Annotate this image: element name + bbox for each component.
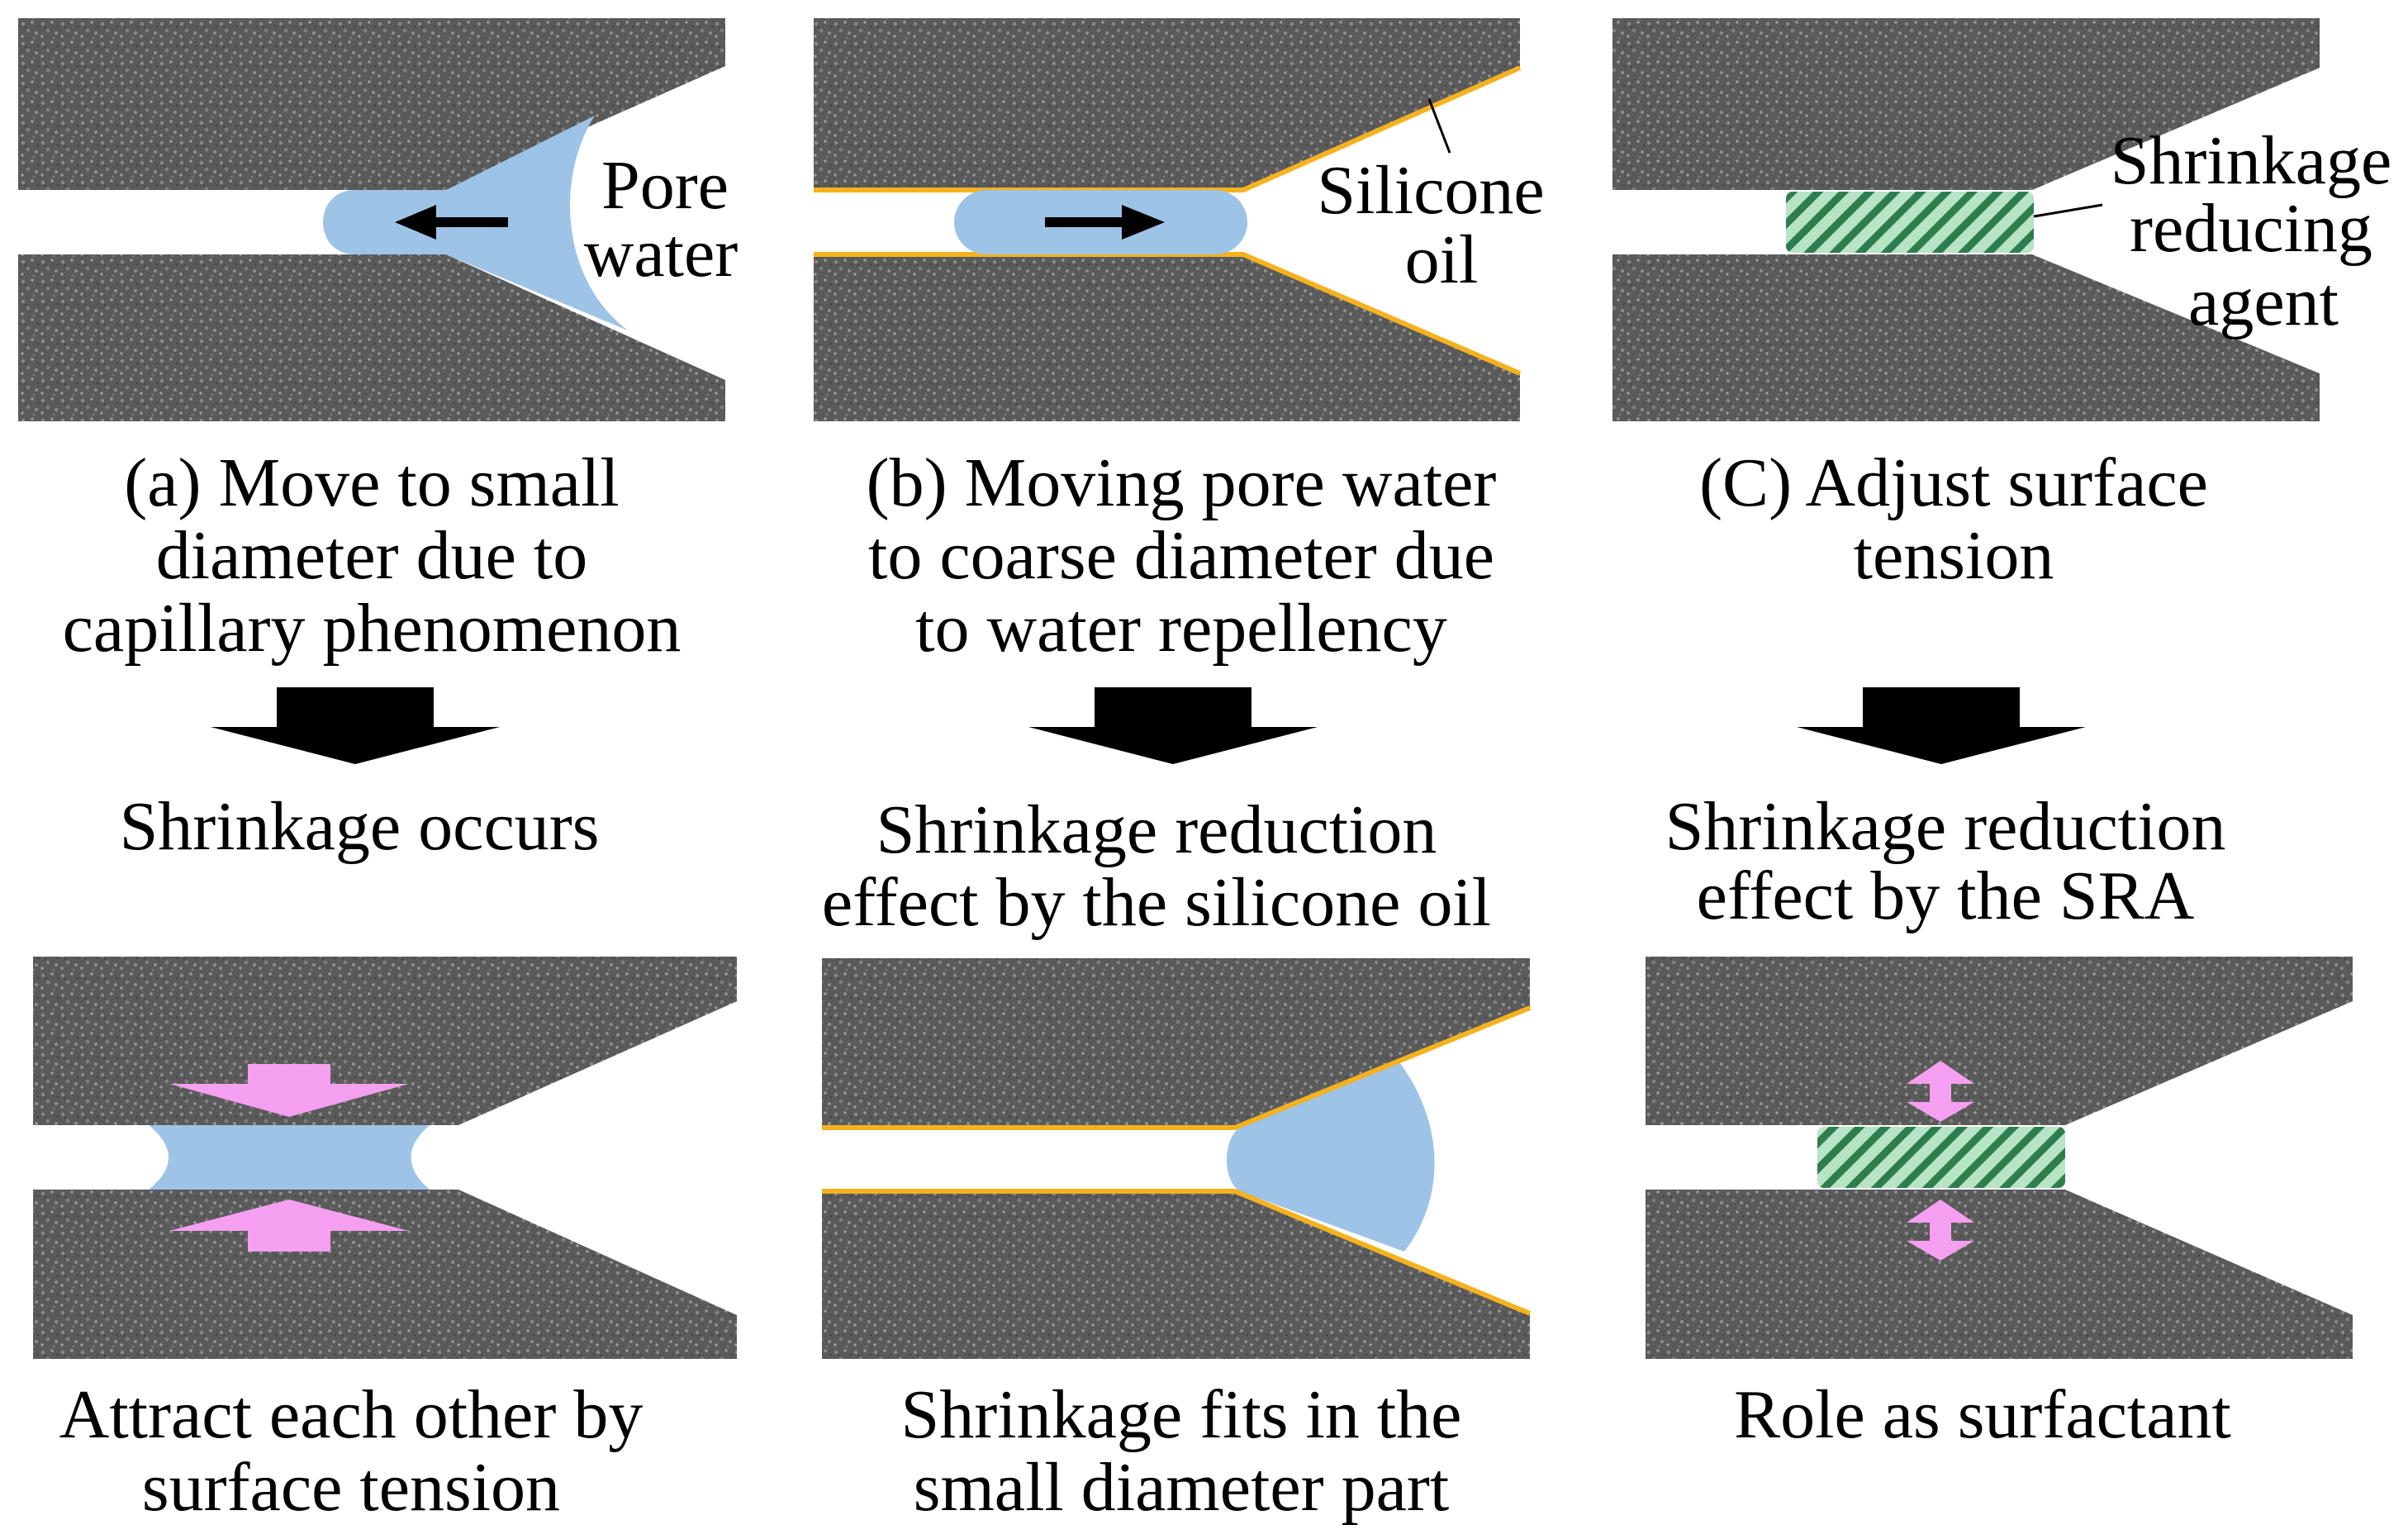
result-c-line-1: Shrinkage reduction — [1665, 788, 2226, 865]
bottom-caption-c-line-1: Role as surfactant — [1734, 1376, 2231, 1453]
caption-c-line-2: tension — [1854, 517, 2054, 594]
flow-arrow-left-a — [395, 205, 508, 240]
caption-b-line-3: to water repellency — [915, 590, 1447, 667]
sra-layer-c2 — [1817, 1127, 2065, 1188]
result-b-line-1: Shrinkage reduction — [876, 791, 1437, 868]
rock-upper-a — [18, 18, 725, 190]
label-water: water — [584, 215, 739, 292]
rock-lower-b2 — [822, 1191, 1530, 1359]
pore-water-b2 — [1227, 1060, 1435, 1252]
panel-a-bottom-diagram — [33, 957, 737, 1359]
sra-leader-line — [2033, 203, 2103, 218]
label-silicone: Silicone — [1317, 152, 1544, 229]
rock-lower-a — [18, 254, 725, 421]
bottom-caption-a-line-1: Attract each other by — [59, 1376, 644, 1453]
attraction-arrow-down-a2 — [169, 1064, 409, 1117]
panel-c-bottom-diagram — [1646, 957, 2353, 1359]
bottom-caption-b-line-2: small diameter part — [914, 1449, 1449, 1526]
rock-lower-c2 — [1646, 1190, 2353, 1359]
flow-arrow-right-b — [1045, 205, 1165, 240]
label-shrinkage: Shrinkage — [2111, 122, 2392, 199]
caption-a: (a) Move to small diameter due to capill… — [63, 444, 682, 667]
down-arrow-c — [1797, 687, 2086, 764]
panel-c-top-diagram: Shrinkage reducing agent — [1612, 18, 2391, 421]
rock-lower-b — [814, 254, 1520, 421]
rock-upper-b2 — [822, 958, 1530, 1128]
bottom-caption-b-line-1: Shrinkage fits in the — [901, 1376, 1462, 1453]
caption-b-line-2: to coarse diameter due — [868, 517, 1494, 594]
caption-a-line-1: (a) Move to small — [124, 444, 620, 521]
rock-upper-a2 — [33, 957, 737, 1125]
label-oil: oil — [1405, 221, 1479, 298]
caption-b: (b) Moving pore water to coarse diameter… — [867, 444, 1497, 667]
caption-a-line-3: capillary phenomenon — [63, 590, 682, 667]
double-arrow-top-c2 — [1907, 1061, 1974, 1122]
result-a-line-1: Shrinkage occurs — [120, 788, 600, 865]
label-pore: Pore — [601, 147, 729, 224]
down-arrow-b — [1028, 687, 1318, 764]
silicone-oil-coat-lower-b — [814, 252, 1522, 376]
rock-lower-a2 — [33, 1190, 737, 1359]
panel-b-bottom-diagram — [822, 958, 1532, 1359]
rock-upper-b — [814, 18, 1520, 190]
down-arrow-a — [211, 687, 500, 764]
silicone-leader-line — [1427, 98, 1451, 154]
label-reducing: reducing — [2130, 190, 2372, 267]
caption-c: (C) Adjust surface tension — [1699, 444, 2208, 594]
result-b-line-2: effect by the silicone oil — [822, 864, 1491, 941]
double-arrow-bottom-c2 — [1907, 1199, 1974, 1261]
bottom-caption-a-line-2: surface tension — [142, 1449, 560, 1526]
sra-layer-c — [1786, 192, 2034, 253]
caption-c-line-1: (C) Adjust surface — [1699, 444, 2208, 521]
caption-a-line-2: diameter due to — [156, 517, 587, 594]
pore-water-a2 — [149, 1125, 430, 1190]
label-agent: agent — [2188, 264, 2339, 340]
silicone-oil-coat-upper-b — [814, 65, 1522, 192]
caption-b-line-1: (b) Moving pore water — [867, 444, 1497, 521]
result-c-line-2: effect by the SRA — [1697, 857, 2195, 934]
rock-upper-c2 — [1646, 957, 2353, 1125]
rock-lower-c — [1612, 254, 2320, 421]
panel-a-top-diagram: Pore water — [18, 18, 738, 421]
panel-b-top-diagram: Silicone oil — [814, 18, 1545, 421]
silicone-oil-coat-lower-b2 — [822, 1189, 1532, 1316]
silicone-oil-coat-upper-b2 — [822, 1005, 1532, 1130]
rock-upper-c — [1612, 18, 2320, 190]
attraction-arrow-up-a2 — [169, 1199, 409, 1252]
